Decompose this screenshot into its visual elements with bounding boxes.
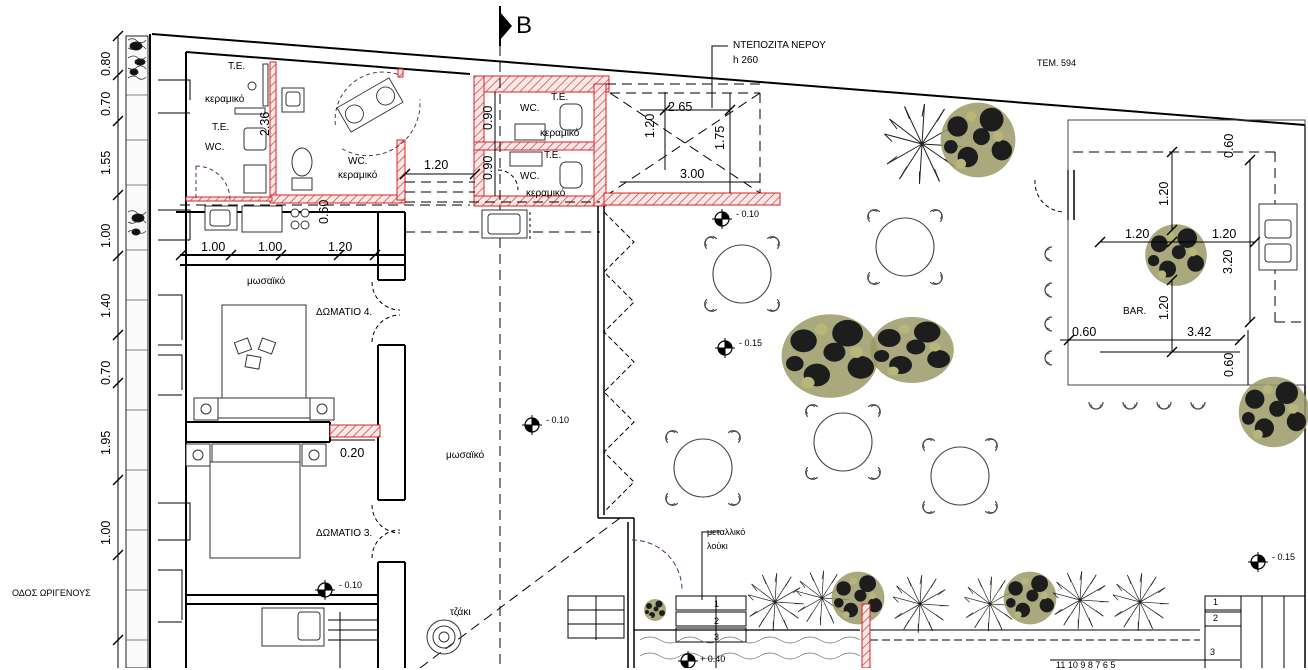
- corridor-wall: [597, 206, 635, 668]
- dim-060b: 0.60: [1222, 133, 1236, 158]
- room-label-room4: ΔΩΜΑΤΙΟ 4.: [316, 307, 373, 318]
- level-6: + 0.40: [700, 654, 726, 664]
- dim-left-6: 0.70: [99, 360, 113, 385]
- room-label-te2: Τ.Ε.: [212, 122, 230, 133]
- street-name: ΟΔΟΣ ΩΡΙΓΕΝΟΥΣ: [12, 588, 91, 598]
- stair-row-numbers: 11 10 9 8 7 6 5: [1056, 660, 1116, 670]
- room-label-mosaic2: μωσαϊκό: [446, 450, 485, 461]
- wheelchair-symbol: [334, 71, 421, 157]
- room-label-room3: ΔΩΜΑΤΙΟ 3.: [316, 528, 373, 539]
- dim-120c: 1.20: [643, 113, 657, 138]
- dim-060a: 0.60: [317, 199, 331, 224]
- room-label-ceramic-big: κεραμικό: [338, 170, 378, 181]
- dim-left-4: 1.00: [99, 223, 113, 248]
- stone-paving: [639, 636, 861, 660]
- room-label-wc-a: WC.: [520, 103, 540, 114]
- bed-room3: [185, 443, 327, 559]
- dim-120g: 1.20: [1157, 295, 1171, 320]
- stair-num-5: 2: [1213, 613, 1219, 623]
- dim-175: 1.75: [713, 125, 727, 150]
- section-arrow: [499, 6, 512, 46]
- dim-020: 0.20: [340, 446, 365, 460]
- room-label-mosaic1: μωσαϊκό: [247, 276, 286, 287]
- room-label-ceramic-a: κεραμικό: [540, 128, 580, 139]
- doors: [158, 79, 1075, 623]
- water-tank-label: ΝΤΕΠΟΖΙΤΑ ΝΕΡΟΥ: [733, 40, 826, 51]
- dim-left-2: 0.70: [99, 91, 113, 116]
- dim-left-7: 1.95: [99, 430, 113, 455]
- dim-120b: 1.20: [328, 240, 353, 254]
- dim-100b: 1.00: [258, 240, 283, 254]
- level-3: - 0.10: [546, 415, 570, 425]
- dim-265: 2.65: [668, 100, 693, 114]
- gutter-label-1: μεταλλικό: [707, 527, 746, 537]
- stairs-area: [328, 595, 1305, 668]
- dim-left-3: 1.55: [99, 150, 113, 175]
- building-walls: [176, 51, 471, 668]
- dim-left-1: 0.80: [99, 51, 113, 76]
- dim-342: 3.42: [1187, 325, 1212, 339]
- level-marks: [314, 208, 1269, 668]
- dim-090a: 0.90: [481, 105, 495, 130]
- stone-wall: [125, 35, 149, 668]
- dim-line-left: [112, 30, 124, 668]
- dim-060c: 0.60: [1072, 325, 1097, 339]
- dim-300: 3.00: [680, 167, 705, 181]
- dim-120d: 1.20: [1157, 181, 1171, 206]
- gutter-label-2: λούκι: [707, 541, 728, 551]
- dim-100a: 1.00: [201, 240, 226, 254]
- dim-left-8: 1.00: [99, 520, 113, 545]
- folding-door: [603, 211, 635, 513]
- dim-ticks: [175, 104, 1261, 358]
- bed-room4: [193, 304, 335, 421]
- stair-num-1: 1: [714, 599, 720, 609]
- room-label-te-b: Τ.Ε.: [544, 150, 562, 161]
- site-boundary: [149, 33, 1306, 668]
- level-4: - 0.10: [339, 580, 363, 590]
- water-tank-height: h 260: [733, 55, 759, 66]
- level-5: - 0.15: [1272, 552, 1296, 562]
- stair-num-6: 3: [1210, 647, 1216, 657]
- plot-number: ΤΕΜ. 594: [1037, 58, 1077, 68]
- room-label-wc-big: WC.: [348, 156, 368, 167]
- dim-120e: 1.20: [1125, 227, 1150, 241]
- room-label-bar: BAR.: [1123, 306, 1147, 317]
- dim-060d: 0.60: [1222, 352, 1236, 377]
- fireplace-symbol: [426, 619, 462, 655]
- dim-120f: 1.20: [1212, 227, 1237, 241]
- room-label-ceramic1: κεραμικό: [205, 94, 245, 105]
- dim-left-5: 1.40: [99, 293, 113, 318]
- room-label-wc-b: WC.: [520, 171, 540, 182]
- dim-090b: 0.90: [481, 155, 495, 180]
- dim-320: 3.20: [1221, 249, 1235, 274]
- stair-num-4: 1: [1213, 597, 1219, 607]
- dim-236: 2.36: [258, 111, 272, 136]
- section-marker: B: [516, 12, 533, 39]
- level-2: - 0.15: [739, 338, 763, 348]
- room-label-te1: Τ.Ε.: [228, 61, 246, 72]
- room-label-wc1: WC.: [205, 142, 225, 153]
- dim-120a: 1.20: [424, 158, 449, 172]
- stair-num-3: 3: [714, 632, 720, 642]
- room-label-ceramic-b: κεραμικό: [526, 188, 566, 199]
- level-1: - 0.10: [736, 209, 760, 219]
- red-walls: [185, 61, 781, 438]
- stair-num-2: 2: [714, 616, 720, 626]
- fixtures: [204, 63, 1298, 647]
- room-label-te-a: Τ.Ε.: [551, 92, 569, 103]
- room-label-fireplace: τζάκι: [450, 607, 471, 618]
